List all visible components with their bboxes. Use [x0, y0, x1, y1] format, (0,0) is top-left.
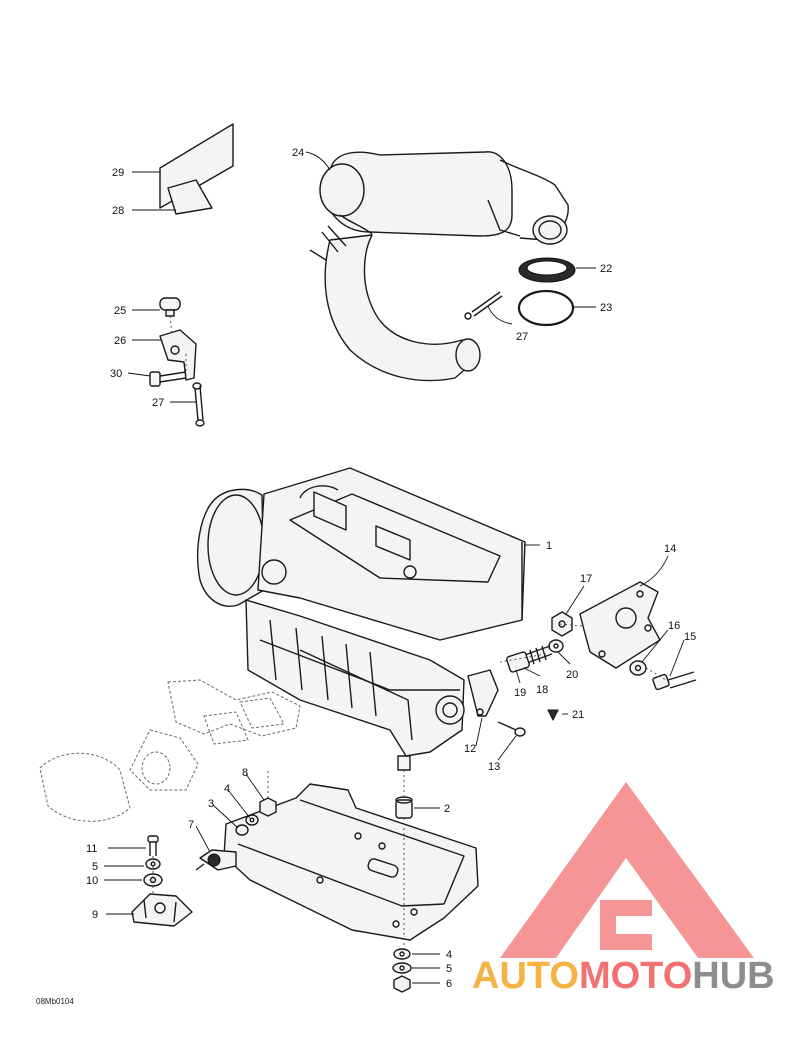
bolt-30: [149, 371, 187, 387]
exhaust-ring-23: [517, 289, 575, 327]
callout-3: 3: [208, 798, 214, 810]
spring-27-lower: [192, 382, 205, 427]
bracket-26: [159, 329, 197, 381]
screw-13: [497, 721, 526, 737]
callout-17: 17: [580, 573, 592, 585]
callout-28: 28: [112, 205, 124, 217]
callout-7: 7: [188, 819, 194, 831]
clip-21: [547, 709, 559, 722]
callout-27-lower: 27: [152, 397, 164, 409]
callout-13: 13: [488, 761, 500, 773]
washer-4-lower: [393, 948, 411, 960]
watermark-moto: MOTO: [579, 955, 692, 997]
callout-29: 29: [112, 167, 124, 179]
callout-23: 23: [600, 302, 612, 314]
mount-9: [131, 893, 193, 927]
engine-support-plate: [223, 783, 479, 941]
exhaust-manifold-ghost: [39, 679, 301, 822]
callout-18: 18: [536, 684, 548, 696]
nut-8: [259, 797, 277, 817]
washer-4-upper: [245, 814, 259, 826]
callout-11: 11: [86, 843, 97, 855]
bolt-15: [652, 671, 697, 691]
cover-12: [467, 669, 499, 717]
callout-9: 9: [92, 909, 98, 921]
watermark-text: AUTOMOTOHUB: [472, 955, 775, 997]
callout-1: 1: [546, 540, 552, 552]
exhaust-seal-22: [518, 257, 576, 283]
spring-27-upper: [464, 291, 503, 320]
callout-2: 2: [444, 803, 450, 815]
washer-10: [143, 873, 163, 887]
muffler-24: [309, 151, 569, 382]
callout-10: 10: [86, 875, 98, 887]
callout-5-left: 5: [92, 861, 98, 873]
callout-12: 12: [464, 743, 476, 755]
engine-1: [197, 467, 526, 771]
washer-5-left: [145, 858, 161, 870]
callout-21: 21: [572, 709, 584, 721]
washer-5-lower: [392, 962, 412, 974]
callout-27-upper: 27: [516, 331, 528, 343]
callout-4-upper: 4: [224, 783, 230, 795]
callout-6: 6: [446, 978, 452, 990]
watermark-hub: HUB: [692, 955, 774, 997]
callout-24: 24: [292, 147, 304, 159]
callout-30: 30: [110, 368, 122, 380]
callout-8: 8: [242, 767, 248, 779]
callout-15: 15: [684, 631, 696, 643]
diagram-code: 08Mb0104: [36, 997, 74, 1006]
callout-22: 22: [600, 263, 612, 275]
washer-20: [548, 639, 564, 653]
leader-lines: [104, 151, 685, 984]
rubber-mount-7: [195, 849, 237, 871]
callout-26: 26: [114, 335, 126, 347]
assembly-lines: [152, 315, 667, 950]
callout-14: 14: [664, 543, 676, 555]
callout-25: 25: [114, 305, 126, 317]
mount-plate-14: [579, 581, 661, 669]
callout-16: 16: [668, 620, 680, 632]
washer-16: [629, 660, 647, 676]
callout-4-lower: 4: [446, 949, 452, 961]
callout-5-lower: 5: [446, 963, 452, 975]
callout-labels: 29 28 24 22 23 27 25 26 30 27 1 14 17 16…: [86, 147, 696, 990]
spacer-19: [506, 651, 530, 673]
washer-3: [235, 824, 249, 836]
bolt-11: [147, 835, 159, 856]
watermark-auto: AUTO: [472, 955, 579, 997]
watermark-logo-triangle: [500, 782, 754, 958]
decal-28: [167, 179, 213, 215]
rubber-cap-25: [159, 297, 181, 317]
callout-20: 20: [566, 669, 578, 681]
automotohub-watermark: AUTOMOTOHUB: [472, 782, 775, 997]
callout-19: 19: [514, 687, 526, 699]
spacer-2: [395, 796, 413, 819]
nut-6: [393, 975, 411, 993]
